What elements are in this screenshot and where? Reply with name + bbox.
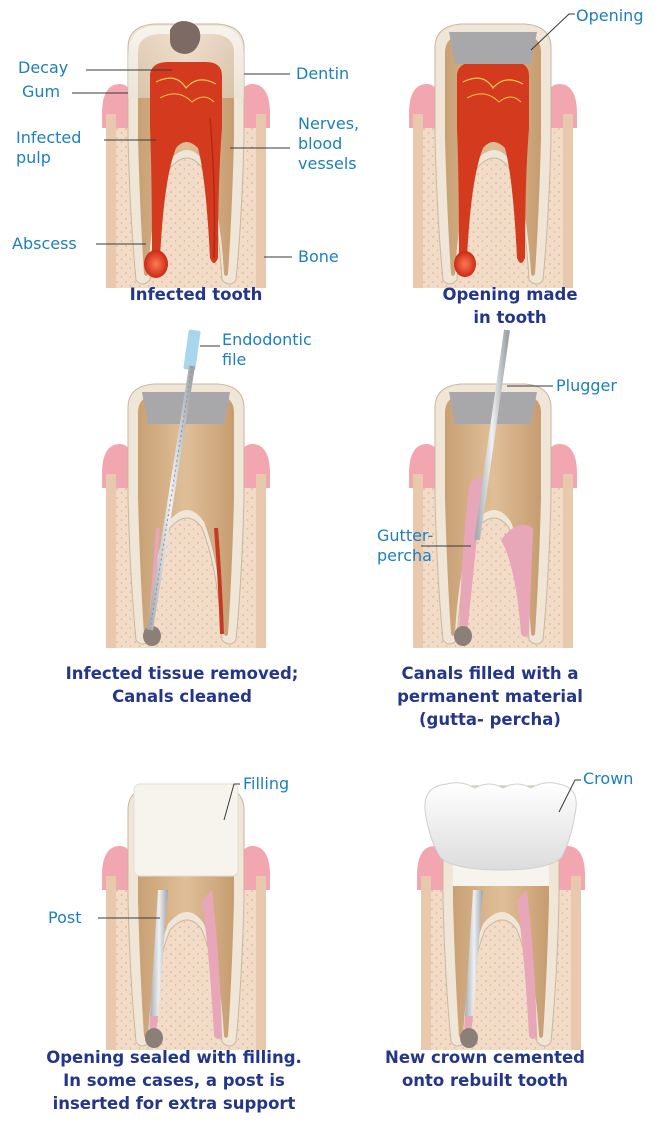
panel-canals-filled: Plugger Gutter- percha Canals filled wit… — [331, 330, 662, 750]
label-decay: Decay — [18, 58, 68, 78]
label-gutta-percha: Gutter- percha — [377, 526, 433, 566]
panel-6-leader-lines — [331, 760, 662, 1060]
label-plugger: Plugger — [556, 376, 617, 396]
label-opening: Opening — [576, 6, 643, 26]
caption-tissue-removed: Infected tissue removed; Canals cleaned — [32, 662, 332, 708]
panel-tissue-removed: Endodontic file Infected tissue removed;… — [0, 330, 331, 720]
panel-new-crown: Crown New crown cemented onto rebuilt to… — [331, 760, 662, 1130]
caption-new-crown: New crown cemented onto rebuilt tooth — [335, 1046, 635, 1092]
label-abscess: Abscess — [12, 234, 77, 254]
label-post: Post — [48, 908, 81, 928]
caption-opening-made: Opening made in tooth — [360, 283, 660, 329]
panel-opening-made: Opening Opening made in tooth — [331, 0, 662, 340]
label-gum: Gum — [22, 82, 60, 102]
caption-canals-filled: Canals filled with a permanent material … — [340, 662, 640, 731]
label-filling: Filling — [243, 774, 289, 794]
caption-opening-sealed: Opening sealed with filling. In some cas… — [24, 1046, 324, 1115]
endodontic-file-illustration — [0, 330, 331, 670]
panel-opening-sealed: Filling Post Opening sealed with filling… — [0, 760, 331, 1130]
label-crown: Crown — [583, 769, 633, 789]
label-infected-pulp: Infected pulp — [16, 128, 81, 168]
panel-infected-tooth: Decay Gum Dentin Infected pulp Nerves, b… — [0, 0, 331, 340]
panel-2-leader-lines — [331, 0, 662, 300]
plugger-instrument — [477, 330, 507, 540]
file-handle — [183, 329, 200, 370]
label-endodontic-file: Endodontic file — [222, 330, 312, 370]
caption-infected-tooth: Infected tooth — [46, 283, 346, 306]
